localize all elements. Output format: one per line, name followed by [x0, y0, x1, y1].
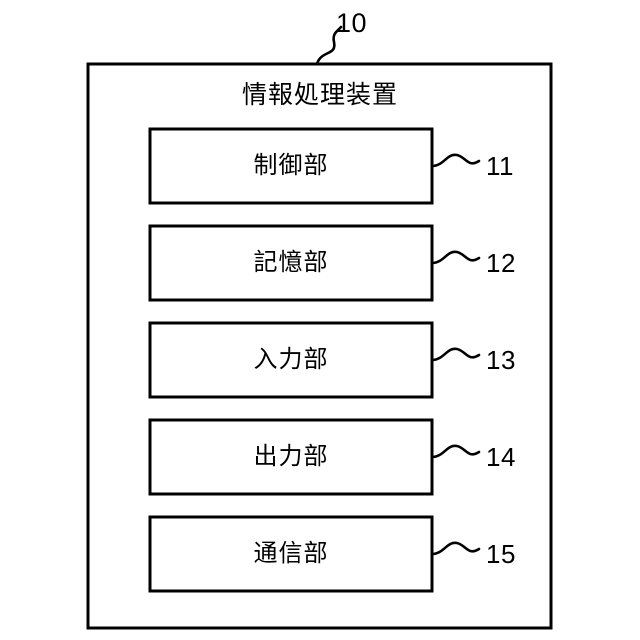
leader-line-11 — [430, 153, 481, 168]
inner-block-rect-2 — [148, 224, 434, 302]
leader-line-10 — [315, 25, 343, 66]
outer-block-rect — [86, 62, 553, 630]
leader-line-14 — [430, 444, 481, 459]
inner-block-rect-5 — [148, 515, 434, 593]
inner-block-rect-1 — [148, 127, 434, 205]
leader-line-13 — [430, 347, 481, 362]
leader-line-15 — [430, 541, 481, 556]
inner-block-rect-4 — [148, 418, 434, 496]
leader-line-12 — [430, 250, 481, 265]
inner-block-rect-3 — [148, 321, 434, 399]
